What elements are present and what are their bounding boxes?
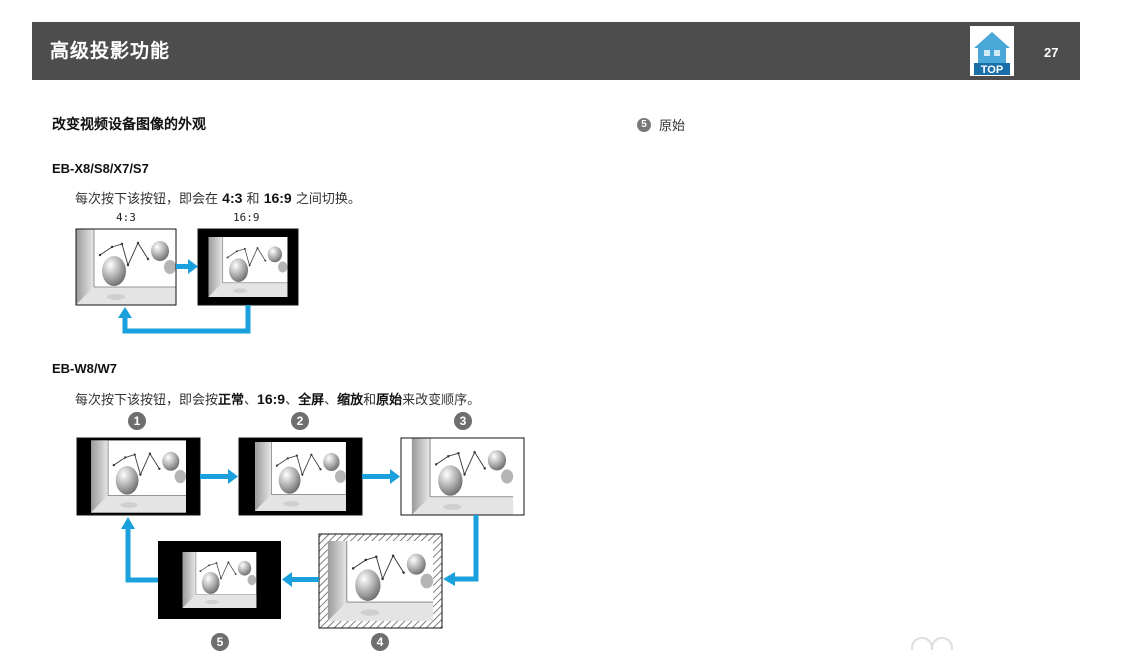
model-heading-a: EB-X8/S8/X7/S7 bbox=[52, 161, 149, 176]
arrow-b-1 bbox=[200, 469, 238, 484]
top-label: TOP bbox=[981, 64, 1003, 76]
desc-b-text1: 每次按下该按钮，即会按 bbox=[75, 393, 219, 408]
desc-a-ratio2: 16:9 bbox=[263, 190, 292, 206]
arrow-a-loop bbox=[122, 305, 251, 334]
home-top-icon: TOP bbox=[970, 26, 1014, 76]
right-list-item: 5 原始 bbox=[637, 115, 685, 134]
frame-original bbox=[158, 541, 281, 619]
description-a: 每次按下该按钮，即会在 4:3 和 16:9 之间切换。 bbox=[75, 188, 361, 207]
label-4-3: 4:3 bbox=[116, 211, 136, 224]
frame-normal bbox=[76, 437, 201, 516]
model-heading-b: EB-W8/W7 bbox=[52, 361, 117, 376]
frame-zoom bbox=[318, 533, 443, 629]
arrow-b-3-head bbox=[443, 572, 455, 586]
step-badge-2: 2 bbox=[291, 412, 309, 430]
step-badge-1: 1 bbox=[128, 412, 146, 430]
section-title: 改变视频设备图像的外观 bbox=[52, 117, 206, 133]
page-title: 高级投影功能 bbox=[50, 40, 171, 62]
arrow-a-loop-head bbox=[118, 307, 132, 318]
desc-a-text1: 每次按下该按钮，即会在 bbox=[75, 192, 219, 207]
mode-normal: 正常 bbox=[218, 393, 245, 408]
step-badge-3: 3 bbox=[454, 412, 472, 430]
page-number: 27 bbox=[1044, 45, 1059, 60]
arrow-b-5-head bbox=[121, 517, 135, 529]
arrow-b-2 bbox=[362, 469, 400, 484]
sep-3: 、 bbox=[324, 393, 338, 408]
arrow-b-4 bbox=[282, 572, 319, 587]
step-badge-4: 4 bbox=[371, 633, 389, 651]
arrow-b-3 bbox=[454, 515, 479, 582]
frame-4-3 bbox=[75, 228, 177, 306]
arrow-b-5 bbox=[125, 528, 158, 583]
mode-zoom: 缩放 bbox=[337, 393, 364, 408]
mode-16-9: 16:9 bbox=[257, 391, 286, 407]
frame-full bbox=[400, 437, 525, 516]
arrow-a-right bbox=[176, 259, 198, 274]
description-b: 每次按下该按钮，即会按正常、16:9、全屏、缩放和原始来改变顺序。 bbox=[75, 389, 480, 408]
frame-16-9-wide bbox=[238, 437, 363, 516]
desc-a-ratio1: 4:3 bbox=[222, 190, 243, 206]
mode-full: 全屏 bbox=[298, 393, 325, 408]
label-16-9: 16:9 bbox=[233, 211, 260, 224]
desc-a-text2: 和 bbox=[246, 192, 260, 207]
item-label: 原始 bbox=[659, 119, 686, 134]
mode-original: 原始 bbox=[376, 393, 403, 408]
item-number-badge: 5 bbox=[637, 117, 651, 132]
desc-a-text3: 之间切换。 bbox=[295, 192, 361, 207]
step-badge-5: 5 bbox=[211, 633, 229, 651]
top-button[interactable]: TOP bbox=[970, 26, 1014, 76]
sep-2: 、 bbox=[285, 393, 299, 408]
desc-b-end: 来改变顺序。 bbox=[402, 393, 481, 408]
watermark-logo-icon bbox=[911, 637, 953, 650]
desc-b-and: 和 bbox=[363, 393, 377, 408]
sep-1: 、 bbox=[244, 393, 258, 408]
page-header: 高级投影功能 TOP 27 bbox=[32, 22, 1080, 80]
frame-16-9 bbox=[197, 228, 299, 306]
